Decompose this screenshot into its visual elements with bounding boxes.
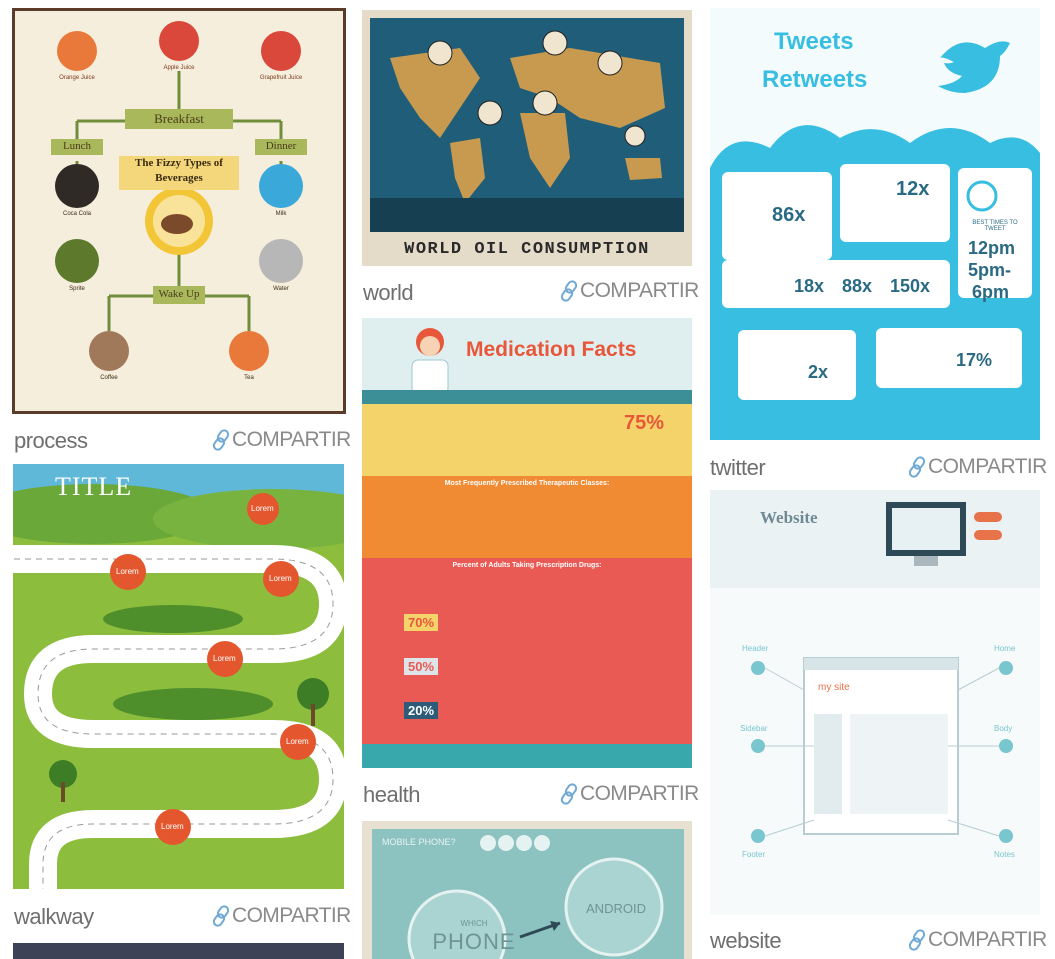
caption-health[interactable]: health: [363, 782, 420, 807]
twitter-pct17: 17%: [956, 350, 993, 370]
website-sidebar: Sidebar: [740, 724, 768, 733]
world-map: [370, 18, 684, 232]
phone-android: ANDROID: [586, 901, 646, 916]
twitter-img2: 88x: [842, 276, 873, 296]
health-p20: 20%: [404, 702, 439, 719]
process-diagram: [51, 21, 307, 371]
health-p50: 50%: [404, 658, 439, 675]
link-icon: [212, 905, 230, 927]
website-body: Body: [994, 724, 1013, 733]
process-milk: Milk: [275, 211, 287, 217]
share-label: COMPARTIR: [928, 928, 1047, 951]
twitter-links-stat: 86x: [772, 204, 806, 226]
thumbnail-health[interactable]: Medication Facts 75% Most Frequently Pre…: [362, 318, 692, 768]
share-label: COMPARTIR: [232, 904, 351, 927]
process-orange: Orange Juice: [59, 75, 95, 81]
doctor-icon: [411, 328, 449, 394]
health-title: Medication Facts: [466, 338, 637, 361]
twitter-t5: 5pm-: [968, 260, 1012, 280]
walkway-lorem-3: Lorem: [269, 574, 292, 583]
link-icon: [560, 280, 578, 302]
share-label: COMPARTIR: [928, 455, 1047, 478]
health-band-yellow: [362, 404, 692, 476]
process-water: Water: [273, 286, 289, 292]
health-adults: Percent of Adults Taking Prescription Dr…: [452, 562, 602, 569]
thumbnail-world[interactable]: WORLD OIL CONSUMPTION: [362, 10, 692, 266]
share-button-health[interactable]: COMPARTIR: [560, 782, 699, 806]
twitter-title1: Tweets: [774, 28, 854, 55]
website-diagram: [710, 490, 1040, 843]
share-button-walkway[interactable]: COMPARTIR: [212, 904, 351, 928]
health-p70: 70%: [404, 614, 439, 631]
walkway-lorem-2: Lorem: [116, 567, 139, 576]
website-notes: Notes: [994, 850, 1015, 859]
phone-diagram: [407, 835, 664, 959]
process-wakeup: Wake Up: [158, 288, 200, 300]
caption-walkway[interactable]: walkway: [14, 904, 94, 929]
process-grapefruit: Grapefruit Juice: [259, 75, 303, 81]
thumbnail-next-left[interactable]: [13, 943, 344, 959]
process-dinner: Dinner: [265, 140, 297, 152]
website-title: Website: [760, 508, 818, 527]
walkway-lorem-6: Lorem: [161, 822, 184, 831]
world-map-shapes: [370, 30, 684, 232]
walkway-lorem-4: Lorem: [213, 654, 236, 663]
share-label: COMPARTIR: [580, 782, 699, 805]
process-breakfast: Breakfast: [154, 111, 204, 126]
caption-process[interactable]: process: [14, 428, 88, 453]
walkway-map: [13, 464, 344, 889]
process-sprite: Sprite: [69, 286, 85, 292]
share-button-process[interactable]: COMPARTIR: [212, 428, 351, 452]
twitter-hash-stat: 2x: [808, 362, 829, 382]
link-icon: [908, 929, 926, 951]
twitter-title2: Retweets: [762, 66, 868, 93]
website-footer: Footer: [742, 850, 766, 859]
phone-header: MOBILE PHONE?: [382, 837, 456, 847]
process-coffee: Coffee: [100, 375, 118, 381]
health-footer: [362, 744, 692, 768]
caption-website[interactable]: website: [710, 928, 782, 953]
website-header: Header: [742, 644, 769, 653]
walkway-title: TITLE: [55, 472, 133, 501]
link-icon: [908, 456, 926, 478]
process-title: The Fizzy Types of Beverages: [135, 157, 223, 184]
twitter-img3: 150x: [890, 276, 931, 296]
thumbnail-twitter[interactable]: Tweets Retweets 86x 12x BEST TIMES TO TW…: [710, 8, 1040, 440]
caption-world[interactable]: world: [363, 280, 414, 305]
twitter-t6: 6pm: [972, 282, 1010, 302]
phone-phone: PHONE: [432, 929, 516, 954]
share-button-twitter[interactable]: COMPARTIR: [908, 455, 1047, 479]
twitter-best-times: BEST TIMES TO TWEET: [972, 220, 1018, 232]
twitter-retweet-stat: 12x: [896, 178, 930, 200]
thumbnail-website[interactable]: Website my site Header Sidebar Footer Ho…: [710, 490, 1040, 915]
twitter-t12: 12pm: [968, 238, 1016, 258]
website-mysite: my site: [818, 682, 850, 693]
twitter-graphic: [710, 8, 1040, 440]
process-apple: Apple Juice: [163, 65, 195, 71]
health-pills-strip: [362, 390, 692, 404]
health-classes: Most Frequently Prescribed Therapeutic C…: [444, 480, 610, 487]
process-cola: Coca Cola: [62, 211, 91, 217]
world-banner: WORLD OIL CONSUMPTION: [404, 240, 650, 259]
twitter-img1: 18x: [794, 276, 825, 296]
share-button-world[interactable]: COMPARTIR: [560, 279, 699, 303]
thumbnail-phone[interactable]: MOBILE PHONE? WHICH PHONE ANDROID: [362, 821, 692, 959]
walkway-lorem-1: Lorem: [251, 504, 274, 513]
share-label: COMPARTIR: [232, 428, 351, 451]
caption-twitter[interactable]: twitter: [710, 455, 766, 480]
phone-which: WHICH: [460, 919, 488, 928]
link-icon: [560, 783, 578, 805]
health-band-orange: [362, 476, 692, 558]
process-tea: Tea: [244, 375, 254, 381]
thumbnail-process[interactable]: Breakfast Lunch Dinner The Fizzy Types o…: [12, 8, 346, 414]
share-label: COMPARTIR: [580, 279, 699, 302]
thumbnail-walkway[interactable]: TITLE Lorem Lorem Lorem Lorem Lorem Lore…: [13, 464, 344, 889]
health-pct75: 75%: [624, 412, 665, 434]
share-button-website[interactable]: COMPARTIR: [908, 928, 1047, 952]
walkway-lorem-5: Lorem: [286, 737, 309, 746]
website-home: Home: [994, 644, 1016, 653]
link-icon: [212, 429, 230, 451]
process-lunch: Lunch: [62, 140, 92, 152]
